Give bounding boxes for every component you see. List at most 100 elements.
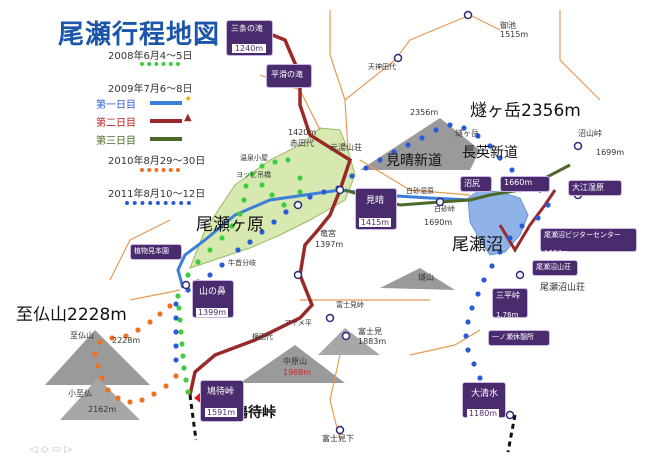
map-title: 尾瀬行程地図 [58,20,221,50]
visitor-alt-label: 1664m [544,249,569,257]
hiuchigatake-label: 燧ヶ岳2356m [470,101,581,121]
hiuchi-small-label: 燧ヶ岳 [455,129,479,138]
yamanohana-alt-label: 1399m [196,308,228,317]
tomi-pass-label: 富士見峠 [336,301,364,309]
gotaike-label: 御池 [500,21,516,30]
shibutsu-small-label: 至仏山 [70,331,94,340]
oshimizu-alt-label: 1180m [467,409,499,418]
ichinose-label: 一ノ瀬休憩所 [492,333,534,341]
shibutsu-mountain [45,330,150,385]
legend-day2-line [150,119,182,123]
nakahara-mountain [240,345,345,383]
route-day2 [188,28,353,396]
hiuchi-mountain [360,118,480,170]
legend-day3-line [150,137,182,141]
ozesanso-label: 元湯山荘 [330,143,362,152]
shirosa-alt-label: 1690m [424,218,453,227]
ryugu-alt-label: 1397m [315,240,344,249]
legend-2010-line [140,168,180,172]
ozenumaden-label: 尾瀬沼山荘 [536,263,571,271]
exit-oshimizu [506,414,517,453]
numajiri-sign: 沼尻 [460,176,492,192]
yamanohana-label: 山の鼻 [199,287,227,297]
koshibutsu-alt-label: 2162m [88,405,117,414]
blue-route [173,122,551,381]
yamanohana-sign: 山の鼻 1399m [192,280,234,318]
ayame-label: アヤメ平 [284,319,312,327]
hiragatanotaki-sign: 平滑の滝 [266,64,312,88]
exit-hatomachi [188,394,198,441]
okuni-alt-label: 1699m [596,148,625,157]
visitor-label: 尾瀬沼ビジターセンター [544,231,621,239]
kyu-mountain [380,268,455,290]
hatomachi-label: 鳩待峠 [207,387,235,397]
ichinose-sign: 一ノ瀬休憩所 [488,330,550,346]
ozenuma-lake [467,189,529,256]
nagahide-shindo-label: 長英新道 [462,145,518,161]
legend-2011: 2011年8月10〜12日 [108,189,206,200]
oesansou-sign: 大江湿原 [568,180,622,196]
ozenumasanso-label: 尾瀬沼山荘 [540,283,586,293]
legend-2008-line [140,62,180,66]
koshibutsu-label: 小至仏 [68,389,92,398]
legend-2011-line [125,201,191,205]
koshibutsu-mountain [60,378,140,420]
route-day2-east [498,189,557,253]
hatomachi-alt-label: 1591m [205,408,237,417]
sanpei-alt-label: 1,76m [496,311,519,319]
ryugu-label: 竜宮 [320,229,336,238]
nakahara-alt-label: 1968m [283,368,312,377]
sanjonotaki-alt-label: 1240m [232,44,266,53]
legend-day1: 第一日目 [96,100,136,111]
tomishimi-label: 富士見 [358,327,382,336]
shokubutsu-sign: 植物見本園 [130,244,182,260]
ozenumaden-sign: 尾瀬沼山荘 [532,260,578,276]
oshimizu-sign: 大清水 1180m [462,382,506,418]
nagakura-alt-label: 1660m [504,178,533,187]
legend-day1-line [150,101,182,105]
nagakura-sign: 1660m [500,176,550,192]
hatomachi-sign: 鳩待峠 1591m [200,380,244,422]
shibutsusan-label: 至仏山2228m [16,305,127,325]
legend-day2: 第二日目 [96,118,136,129]
yoppi-label: ヨッピ吊橋 [236,171,271,179]
ushikubi-label: 牛首分岐 [228,259,256,267]
numajiri-label: 沼尻 [464,179,480,188]
miharu-sign: 見晴 1415m [355,188,397,230]
tomishimi-alt-label: 1883m [358,337,387,346]
hiragatanotaki-label: 平滑の滝 [271,70,303,79]
shirosa-label: 白砂峠 [434,205,455,213]
visitor-sign: 尾瀬沼ビジターセンター 1664m [540,228,637,257]
shiroshinbun-label: 白砂湿原 [406,187,434,195]
okuni-label: 沼山峠 [578,129,602,138]
akatagoya-label: 赤田代 [290,139,314,148]
kyu-label: 燧山 [418,273,434,282]
yokota-label: 横田代 [252,333,273,341]
tomishimi-mountain [318,328,380,355]
oesansou-label: 大江湿原 [572,183,604,192]
onsen-label: 温泉小屋 [240,154,268,162]
hiuchi-alt-label: 2356m [410,108,439,117]
legend-day3: 第三日目 [96,136,136,147]
legend-day1-arrow-icon: ✦ [184,94,193,105]
sanpei-sign: 三平峠 1,76m [492,288,528,319]
ozegahara-label: 尾瀬ヶ原 [196,215,264,235]
legend-2010: 2010年8月29〜30日 [108,156,206,167]
akatagoya-alt-label: 1420m [288,128,317,137]
green-route [175,157,303,395]
legend-2009: 2009年7月6〜8日 [108,84,193,95]
shibutsu-alt-label: 2228m [112,336,141,345]
miharu-label: 見晴 [366,196,385,206]
miharu-shindo-label: 見晴新道 [386,153,442,169]
sanpei-label: 三平峠 [496,291,520,300]
oshimizu-label: 大清水 [471,389,499,399]
orange-route [92,303,179,405]
shokubutsu-label: 植物見本園 [134,247,169,255]
sanjonotaki-label: 三条の滝 [231,24,263,33]
hatomachi-dest-label: 鳩待峠 [234,405,276,421]
sanjonotaki-sign: 三条の滝 1240m [226,20,273,56]
nakahara-label: 中原山 [283,357,307,366]
slide-nav[interactable]: ◁ ◇ ▭ ▷ [30,444,73,455]
gotaike-alt-label: 1515m [500,30,529,39]
